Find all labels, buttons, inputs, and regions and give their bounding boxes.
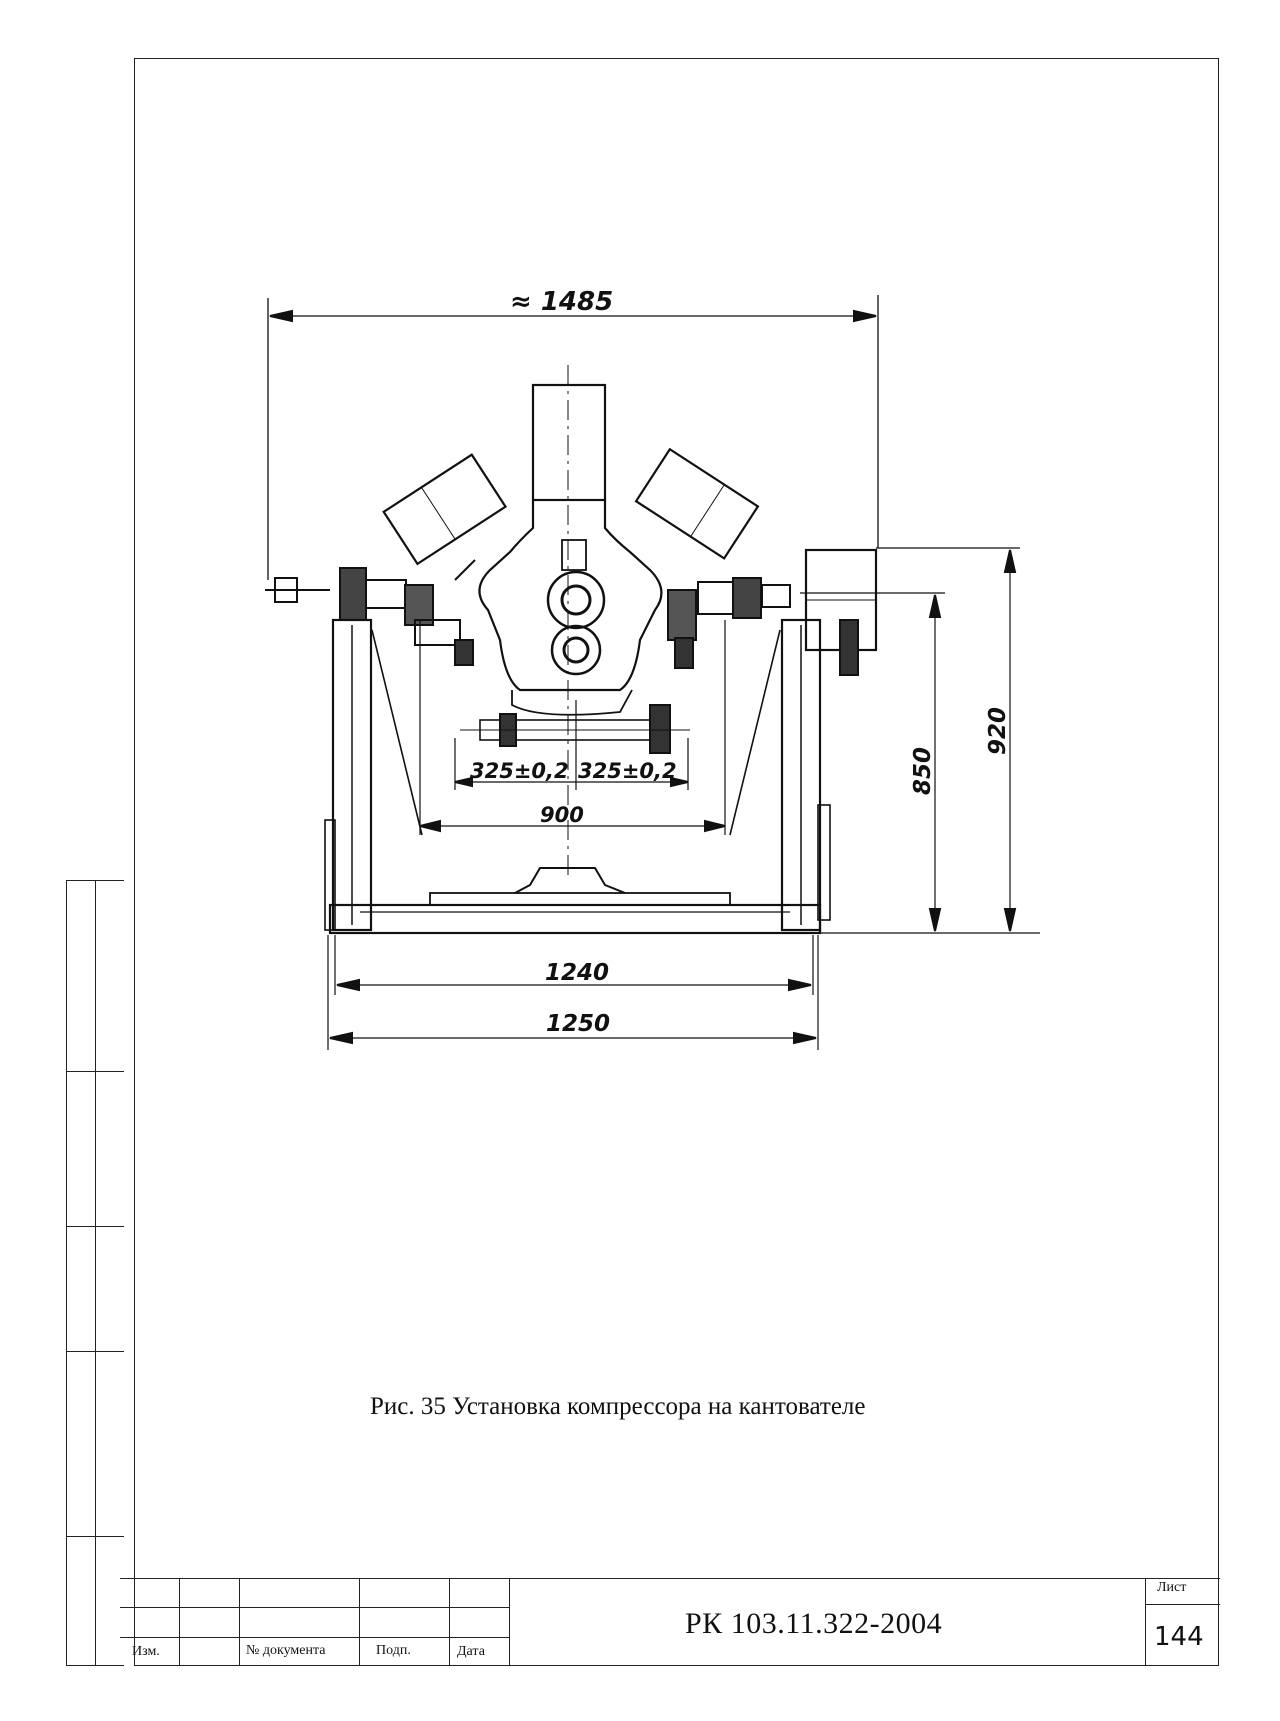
dim-offset-left: 325±0,2 — [470, 759, 569, 783]
title-col-sign: Подп. — [376, 1643, 411, 1658]
side-stamp-strip — [66, 880, 124, 1666]
title-col-date: Дата — [457, 1644, 485, 1659]
dim-outer-width: 1250 — [546, 1011, 610, 1037]
drawing-frame — [134, 58, 1219, 1666]
dim-height-axis: 850 — [910, 747, 936, 795]
figure-caption: Рис. 35 Установка компрессора на кантова… — [370, 1393, 866, 1420]
title-block: Изм. № документа Подп. Дата — [120, 1578, 1220, 1666]
document-number: РК 103.11.322-2004 — [685, 1607, 943, 1640]
dim-offset-right: 325±0,2 — [578, 759, 677, 783]
dim-center-span: 900 — [540, 803, 584, 827]
dim-overall-width: ≈ 1485 — [510, 287, 613, 317]
dim-height-total: 920 — [985, 707, 1011, 755]
dim-inner-width: 1240 — [545, 960, 609, 986]
title-col-doc: № документа — [246, 1643, 326, 1658]
sheet-label: Лист — [1157, 1580, 1187, 1595]
sheet-number: 144 — [1154, 1622, 1204, 1652]
title-col-izm: Изм. — [132, 1644, 160, 1659]
